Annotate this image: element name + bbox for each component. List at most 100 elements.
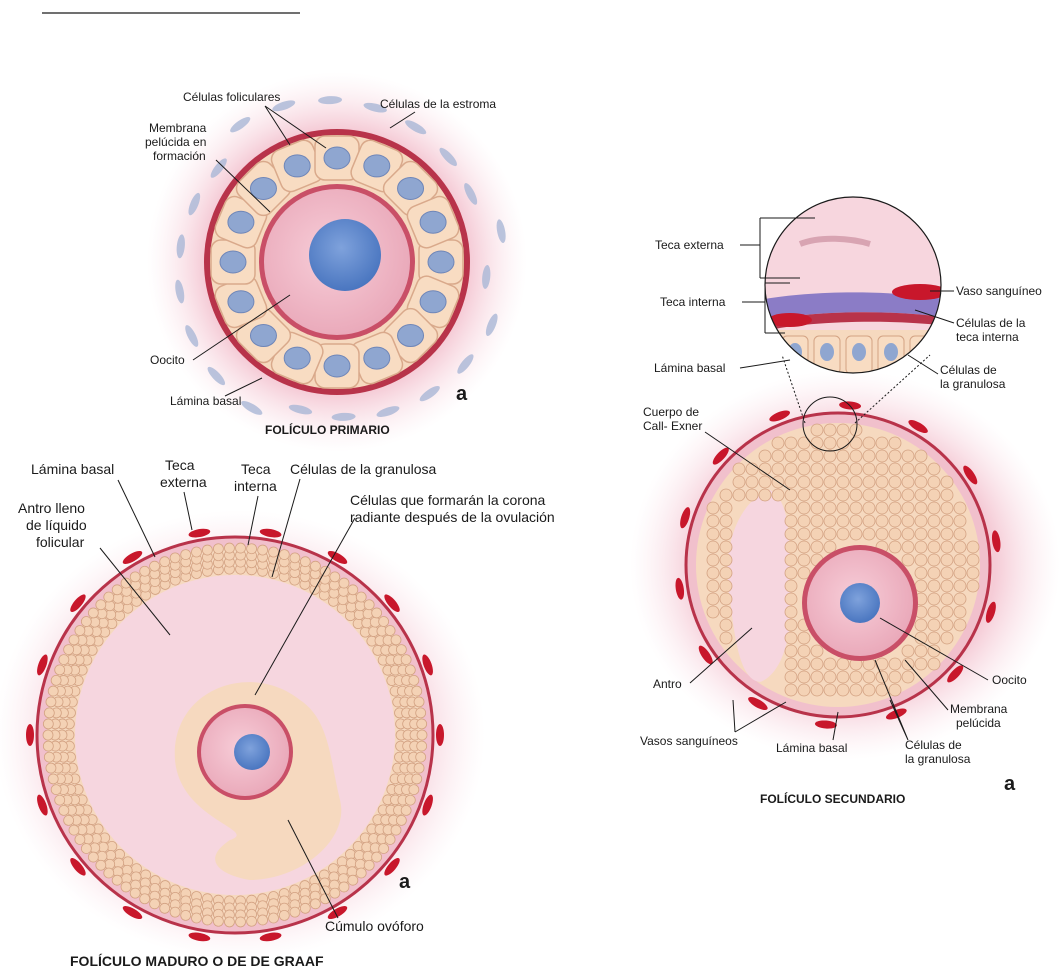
primary-follicle <box>147 72 527 452</box>
granulosa-cell <box>836 488 850 502</box>
granulosa-cell <box>810 644 824 658</box>
granulosa-cell <box>416 729 428 741</box>
granulosa-cell <box>849 436 863 450</box>
granulosa-cell <box>278 549 290 561</box>
stroma-cell <box>464 183 478 205</box>
label-cumulus: Cúmulo ovóforo <box>325 918 424 934</box>
label-theca-interna-1: Teca <box>241 461 271 477</box>
granulosa-cell <box>289 552 301 564</box>
granulosa-cell <box>966 566 980 580</box>
granulosa-cell <box>169 552 181 564</box>
granulosa-cell <box>797 644 811 658</box>
mature-blood-vessels <box>26 528 444 942</box>
granulosa-cell <box>299 902 311 914</box>
granulosa-cell <box>810 488 824 502</box>
label-theca-externa-2: externa <box>160 474 207 490</box>
blood-vessel <box>675 577 685 600</box>
granulosa-cell <box>836 527 850 541</box>
granulosa-cell <box>914 488 928 502</box>
granulosa-cell <box>413 696 425 708</box>
granulosa-cell <box>706 501 720 515</box>
granulosa-cell <box>940 631 954 645</box>
granulosa-cell <box>235 916 246 928</box>
granulosa-cell <box>120 881 132 893</box>
granulosa-cell <box>169 906 181 918</box>
granulosa-cell <box>63 644 75 656</box>
granulosa-cell <box>706 527 720 541</box>
granulosa-cell <box>953 592 967 606</box>
granulosa-cell <box>246 915 258 927</box>
granulosa-cell <box>103 591 115 603</box>
granulosa-cell <box>784 462 798 476</box>
granulosa-cell <box>212 915 224 927</box>
granulosa-cell <box>235 542 246 554</box>
granulosa-cell <box>45 762 57 774</box>
blood-vessel <box>963 465 978 485</box>
secondary-blood-vessels <box>675 401 1001 729</box>
granulosa-cell <box>823 514 837 528</box>
granulosa-cell <box>862 670 876 684</box>
granulosa-cell <box>849 670 863 684</box>
mature-oocyte-nucleus <box>234 734 270 770</box>
granulosa-cell <box>395 644 407 656</box>
label-call-exner-2: Call- Exner <box>643 419 702 433</box>
blood-vessel <box>680 507 691 529</box>
granulosa-cell <box>54 664 66 676</box>
granulosa-cell <box>836 501 850 515</box>
stroma-cell <box>175 279 185 304</box>
granulosa-cell <box>771 488 785 502</box>
granulosa-cell <box>927 579 941 593</box>
granulosa-cell <box>416 740 428 752</box>
follicular-cell-nucleus <box>283 346 311 370</box>
granulosa-cell <box>719 579 733 593</box>
granulosa-cell <box>823 540 837 554</box>
granulosa-cell <box>784 683 798 697</box>
granulosa-cell <box>706 579 720 593</box>
granulosa-cell <box>875 449 889 463</box>
granulosa-cell <box>719 488 733 502</box>
granulosa-cell <box>408 784 420 796</box>
granulosa-cell <box>384 834 396 845</box>
granulosa-cell <box>888 488 902 502</box>
mature-panel-letter: a <box>399 871 411 893</box>
granulosa-cell <box>797 540 811 554</box>
granulosa-cell <box>784 475 798 489</box>
secondary-oocyte-nucleus <box>840 583 880 623</box>
granulosa-cell <box>771 436 785 450</box>
label-secondary-oocyte: Oocito <box>992 673 1027 687</box>
secondary-follicle <box>630 196 1060 760</box>
granulosa-cell <box>953 605 967 619</box>
blood-vessel <box>70 594 86 613</box>
granulosa-cell <box>289 906 301 918</box>
granulosa-cell <box>120 577 132 589</box>
granulosa-cell <box>299 556 311 568</box>
granulosa-cell <box>966 579 980 593</box>
follicular-cell-nucleus <box>283 154 311 178</box>
granulosa-cell <box>87 851 99 863</box>
granulosa-cell <box>953 566 967 580</box>
granulosa-cell <box>914 579 928 593</box>
granulosa-cell <box>719 605 733 619</box>
granulosa-cell <box>810 462 824 476</box>
granulosa-cell <box>784 618 798 632</box>
granulosa-cell <box>953 527 967 541</box>
granulosa-cell <box>80 843 92 854</box>
label-primary-basal-lamina: Lámina basal <box>170 394 241 408</box>
granulosa-cell <box>862 436 876 450</box>
granulosa-cell <box>224 916 235 928</box>
granulosa-cell <box>862 514 876 528</box>
granulosa-cell <box>940 592 954 606</box>
granulosa-cell <box>914 566 928 580</box>
granulosa-cell <box>836 423 850 437</box>
granulosa-cell <box>901 514 915 528</box>
label-theca-interna-2: interna <box>234 478 277 494</box>
granulosa-cell <box>797 553 811 567</box>
stroma-cell <box>363 102 387 113</box>
label-secondary-basal-lamina-top: Lámina basal <box>654 361 725 375</box>
label-secondary-granulosa-2: la granulosa <box>905 752 971 766</box>
blood-vessel <box>814 720 837 729</box>
label-secondary-membrane-2: pelúcida <box>956 716 1001 730</box>
granulosa-cell <box>875 488 889 502</box>
label-blood-vessel-top: Vaso sanguíneo <box>956 284 1042 298</box>
granulosa-cell <box>758 449 772 463</box>
